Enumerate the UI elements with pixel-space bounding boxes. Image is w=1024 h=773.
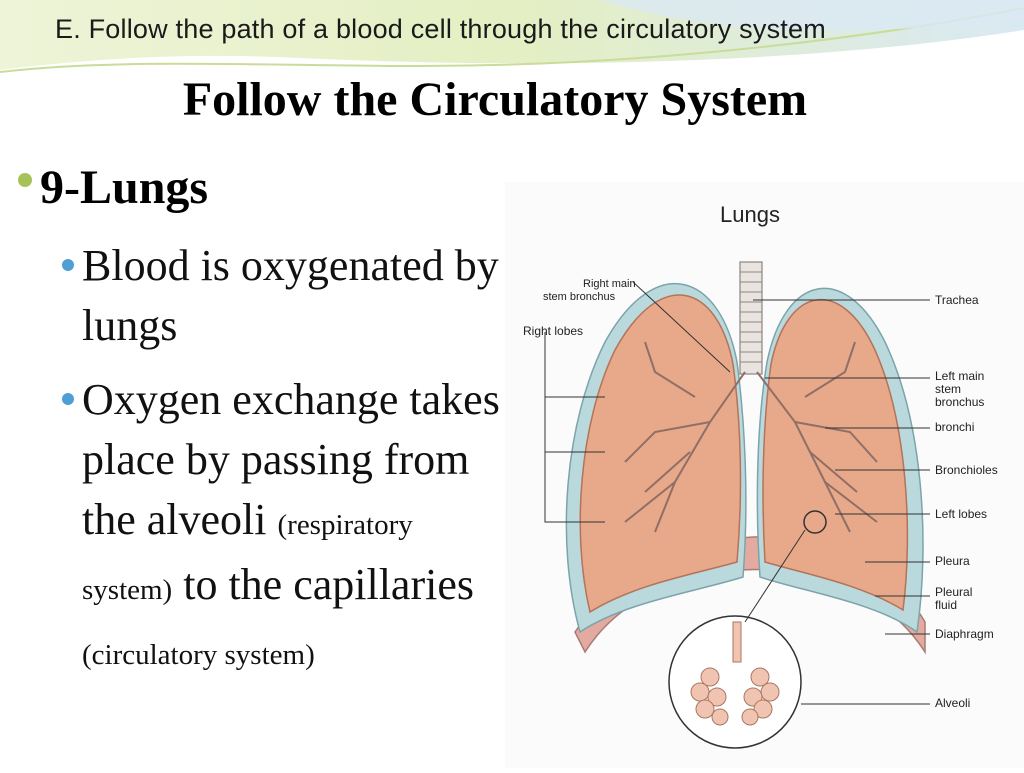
right-lung bbox=[579, 294, 742, 614]
bullet-dot bbox=[18, 173, 32, 187]
bullet-level1: 9-Lungs bbox=[18, 160, 208, 215]
label-left-main-stem-bronchus-1: Left main bbox=[935, 369, 984, 383]
label-diaphragm: Diaphragm bbox=[935, 627, 994, 641]
label-bronchi: bronchi bbox=[935, 420, 974, 434]
label-alveoli: Alveoli bbox=[935, 696, 970, 710]
label-right-lobes: Right lobes bbox=[523, 324, 583, 338]
alveoli-cluster bbox=[690, 621, 780, 726]
label-trachea: Trachea bbox=[935, 293, 979, 307]
leader-lines bbox=[544, 281, 930, 705]
label-left-lobes: Left lobes bbox=[935, 507, 987, 521]
label-pleural-fluid-2: fluid bbox=[935, 598, 957, 612]
alveoli-zoom-marker bbox=[803, 510, 827, 534]
trachea-shape bbox=[739, 261, 763, 375]
bullet-list: Blood is oxygenated by lungs Oxygen exch… bbox=[60, 236, 600, 699]
label-pleura: Pleura bbox=[935, 554, 970, 568]
header-band bbox=[0, 0, 1024, 90]
slide-title: Follow the Circulatory System bbox=[182, 73, 808, 126]
bullet-item: Oxygen exchange takes place by passing f… bbox=[60, 370, 600, 685]
diagram-title: Lungs bbox=[720, 202, 780, 227]
bullet-small-text: system) bbox=[82, 574, 173, 606]
label-pleural-fluid-1: Pleural bbox=[935, 585, 972, 599]
lungs-diagram: Lungs bbox=[505, 182, 1024, 768]
bullet-small-text: (circulatory system) bbox=[82, 639, 315, 671]
bullet-item: Blood is oxygenated by lungs bbox=[60, 236, 600, 356]
header-text: E. Follow the path of a blood cell throu… bbox=[55, 14, 826, 44]
section-heading: 9-Lungs bbox=[40, 161, 209, 214]
bullet-line: Oxygen exchange takes bbox=[82, 375, 500, 424]
bullet-line: lungs bbox=[82, 301, 178, 350]
label-left-main-stem-bronchus-2: stem bbox=[935, 382, 961, 396]
label-right-main-stem-bronchus-1: Right main bbox=[583, 278, 636, 290]
bronchial-tree bbox=[624, 341, 878, 533]
bullet-line: place by passing from bbox=[82, 435, 470, 484]
label-right-main-stem-bronchus-2: stem bronchus bbox=[543, 291, 616, 303]
bullet-line: Blood is oxygenated by bbox=[82, 241, 499, 290]
bullet-small-text: (respiratory bbox=[277, 509, 413, 541]
bullet-line: to the capillaries bbox=[183, 560, 474, 609]
bullet-dot bbox=[62, 259, 74, 271]
label-bronchioles: Bronchioles bbox=[935, 463, 998, 477]
label-left-main-stem-bronchus-3: bronchus bbox=[935, 395, 984, 409]
bullet-dot bbox=[62, 393, 74, 405]
bullet-line: the alveoli bbox=[82, 495, 267, 544]
